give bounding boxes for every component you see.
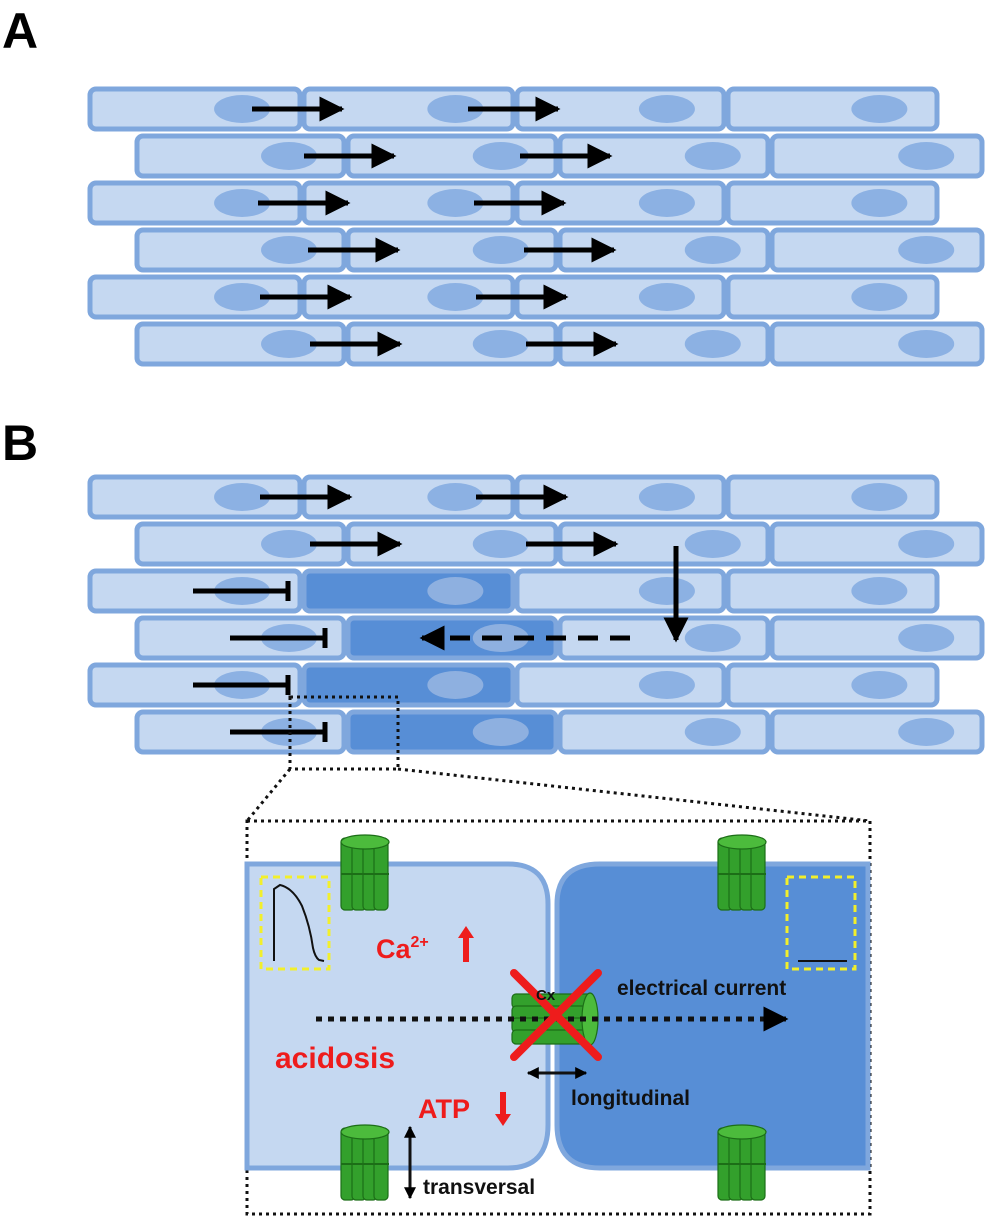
nucleus [472,236,529,264]
nucleus [214,483,271,511]
panel-b-letter: B [2,415,38,471]
nucleus [851,483,908,511]
nucleus [214,95,271,123]
transversal-label: transversal [423,1176,535,1199]
connexin-icon [717,1124,767,1201]
panel-b-conduction-arrows [193,484,689,742]
nucleus [851,671,908,699]
connexin-icon [340,1124,390,1201]
connexin-top [717,834,767,850]
action-potential-box-normal [259,875,331,971]
zoom-right-cell [554,861,871,1171]
electrical-current-label: electrical current [617,977,786,1000]
nucleus [427,189,484,217]
nucleus [851,189,908,217]
nucleus [638,577,695,605]
calcium-increase-arrow [458,926,474,962]
nucleus [898,142,955,170]
zoom-left-cell [244,861,551,1171]
nucleus [638,283,695,311]
nucleus [261,236,318,264]
nucleus [638,189,695,217]
zoom-connector [245,695,871,823]
nucleus [898,236,955,264]
nucleus [214,189,271,217]
nucleus [261,530,318,558]
nucleus [214,283,271,311]
nucleus [427,671,484,699]
panel-b-tissue [87,474,985,755]
longitudinal-label: longitudinal [571,1087,690,1110]
nucleus [684,236,741,264]
calcium-superscript: 2+ [411,934,429,951]
nucleus [472,530,529,558]
zoom-panel: Cx electrical current longitudinal trans… [244,819,872,1216]
nucleus [851,577,908,605]
connexin-top [717,1124,767,1140]
nucleus [684,330,741,358]
panel-a-tissue [87,86,985,367]
nucleus [472,718,529,746]
blocked-gap-junction-mark [510,969,602,1061]
acidosis-label: acidosis [275,1042,395,1075]
nucleus [684,142,741,170]
atp-label: ATP [418,1094,470,1124]
nucleus [898,718,955,746]
calcium-base: Ca [376,934,411,964]
action-potential-box-blocked [785,875,857,971]
nucleus [851,283,908,311]
nucleus [638,95,695,123]
nucleus [427,95,484,123]
nucleus [684,530,741,558]
connexin-label: Cx [536,987,556,1004]
nucleus [684,624,741,652]
nucleus [472,142,529,170]
nucleus [427,483,484,511]
nucleus [427,283,484,311]
panel-a-letter: A [2,3,38,59]
nucleus [851,95,908,123]
connexin-icon [340,834,390,911]
action-potential-trace [273,883,325,962]
atp-decrease-arrow [495,1092,511,1126]
nucleus [898,624,955,652]
calcium-label: Ca2+ [376,934,429,964]
nucleus [261,330,318,358]
connexin-top [340,834,390,850]
connexin-top [340,1124,390,1140]
nucleus [261,142,318,170]
connexin-icon [717,834,767,911]
nucleus [638,483,695,511]
nucleus [427,577,484,605]
nucleus [472,330,529,358]
nucleus [638,671,695,699]
nucleus [898,330,955,358]
nucleus [684,718,741,746]
nucleus [898,530,955,558]
